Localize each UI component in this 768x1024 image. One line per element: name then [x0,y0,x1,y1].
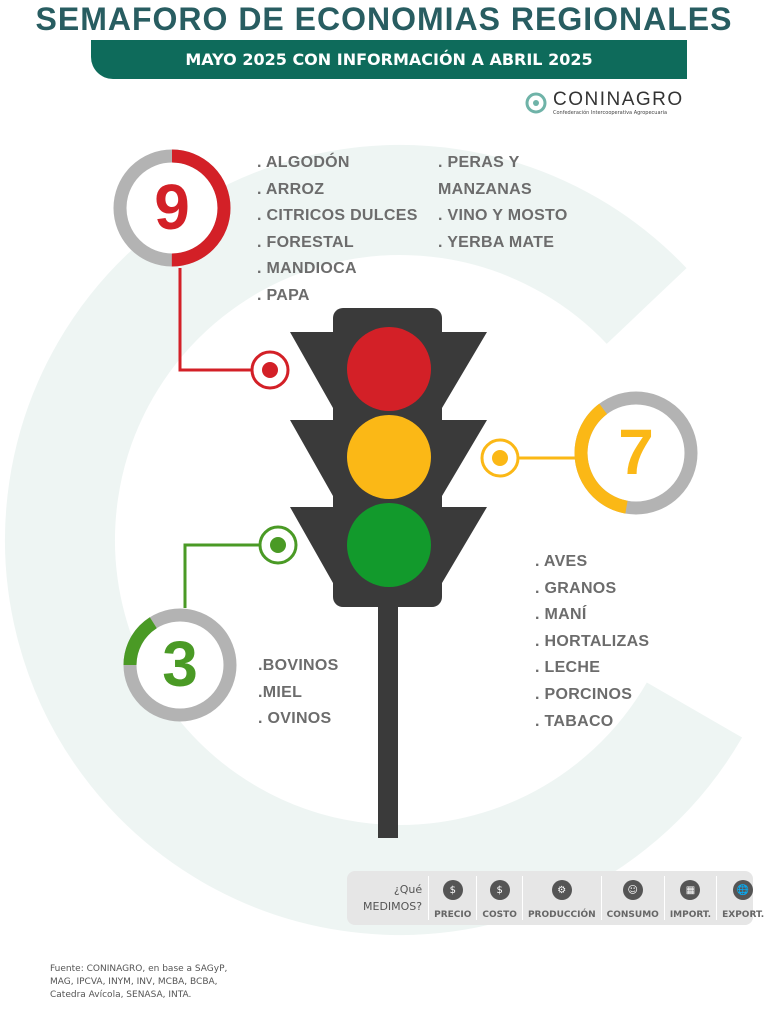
list-item: . MANÍ [535,606,587,624]
list-item: . TABACO [535,712,614,730]
list-item: MANZANAS [438,180,532,198]
yellow-count: 7 [618,416,654,488]
measure-costo: $COSTO [476,876,522,920]
measure-import: ▦IMPORT. [663,876,716,920]
measure-precio: $PRECIO [428,876,476,920]
list-item: . PAPA [257,286,310,304]
list-item: . LECHE [535,659,601,677]
page-title: SEMAFORO DE ECONOMIAS REGIONALES [35,1,733,37]
precio-icon: $ [442,880,463,900]
list-item: . MANDIOCA [257,260,357,278]
costo-icon: $ [489,880,510,900]
green-list: .BOVINOS .MIEL . OVINOS [258,653,339,733]
yellow-ring-fill [574,391,698,515]
list-item: . ALGODÓN [257,154,350,171]
list-item: . AVES [535,553,588,570]
list-item: . CITRICOS DULCES [257,207,418,225]
yellow-list: . AVES . GRANOS . MANÍ . HORTALIZAS . LECHE.… [535,549,649,735]
list-item: . PERAS Y [438,154,520,171]
producción-icon: ⚙ [551,880,572,900]
measure-consumo: ☺CONSUMO [600,876,664,920]
red-ring-fill [113,149,231,267]
yellow-light [347,415,431,499]
list-item: . FORESTAL [257,233,354,251]
background-logo-c [4,144,768,935]
measure-export: 🌐EXPORT. [716,876,768,920]
export-icon: 🌐 [733,880,754,900]
red-list-col2: . PERAS Y MANZANAS . VINO Y MOSTO . YERBA M… [438,150,568,256]
list-item: . PORCINOS [535,685,633,703]
import-icon: ▦ [680,880,701,900]
red-light [347,327,431,411]
green-connector [183,543,278,608]
green-light [347,503,431,587]
red-count: 9 [154,171,190,243]
measure-legend: ¿Qué MEDIMOS? $PRECIO$COSTO⚙PRODUCCIÓN☺C… [347,871,764,925]
list-item: . GRANOS [535,579,617,597]
source-note: Fuente: CONINAGRO, en base a SAGyP, MAG,… [50,964,228,1000]
list-item: .BOVINOS [258,657,339,674]
list-item: . OVINOS [258,710,332,728]
green-count: 3 [162,628,198,700]
list-item: . ARROZ [257,180,325,198]
list-item: . VINO Y MOSTO [438,207,568,225]
list-item: . YERBA MATE [438,233,555,251]
list-item: .MIEL [258,683,303,701]
subtitle-banner: MAYO 2025 CON INFORMACIÓN A ABRIL 2025 [91,40,687,79]
green-ring-fill [123,608,237,722]
consumo-icon: ☺ [622,880,643,900]
red-connector [178,268,270,372]
list-item: . HORTALIZAS [535,632,650,650]
measure-producción: ⚙PRODUCCIÓN [521,876,601,920]
coninagro-logo-icon [525,92,547,114]
red-list-col1: . ALGODÓN . ARROZ . CITRICOS DULCES . FORES… [257,150,418,310]
